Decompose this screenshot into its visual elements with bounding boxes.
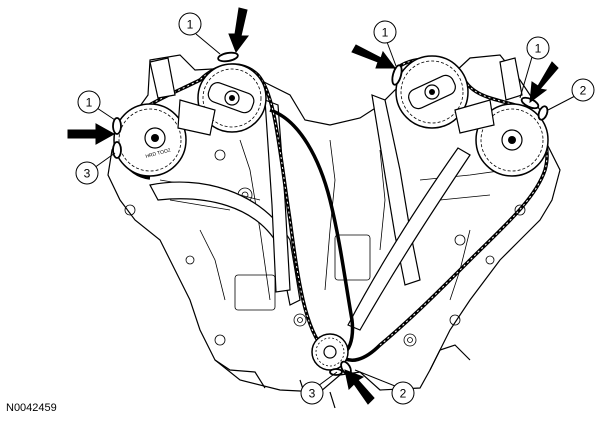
callout-label: 1 — [535, 42, 542, 56]
callout-2-right: 2 — [571, 78, 595, 102]
callout-label: 3 — [84, 167, 91, 181]
callout-label: 1 — [86, 96, 93, 110]
chain-guides — [149, 94, 471, 331]
arrow-top-left — [228, 7, 249, 54]
callout-label: 3 — [309, 387, 316, 401]
callout-1-right-inner: 1 — [373, 20, 397, 44]
tensioners — [149, 57, 523, 136]
leader-lines — [93, 33, 576, 387]
callouts: 1 1 1 1 2 3 3 2 — [75, 12, 595, 405]
callout-3-left: 3 — [75, 161, 99, 185]
timing-marks — [112, 51, 549, 376]
arrow-bottom — [344, 369, 375, 405]
callout-label: 1 — [382, 26, 389, 40]
callout-3-bottom: 3 — [300, 381, 324, 405]
callout-label: 1 — [187, 18, 194, 32]
chain-links — [121, 58, 548, 351]
callout-1-left: 1 — [77, 90, 101, 114]
indicator-arrows — [67, 7, 559, 405]
sprocket-right-inner — [395, 55, 469, 129]
sprocket-left-inner — [197, 63, 267, 133]
arrow-top-right-inner — [351, 44, 396, 69]
arrow-left — [67, 123, 116, 145]
figure-reference-code: N0042459 — [6, 402, 57, 414]
arrow-top-right-outer — [529, 61, 559, 104]
callout-label: 2 — [580, 84, 587, 98]
sprocket-left-outer: HRD TOO2 — [113, 103, 187, 177]
callout-label: 2 — [400, 387, 407, 401]
crank-sprocket — [311, 333, 349, 371]
callout-2-bottom: 2 — [391, 381, 415, 405]
callout-1-right-outer: 1 — [526, 36, 550, 60]
callout-1-top-left: 1 — [178, 12, 202, 36]
